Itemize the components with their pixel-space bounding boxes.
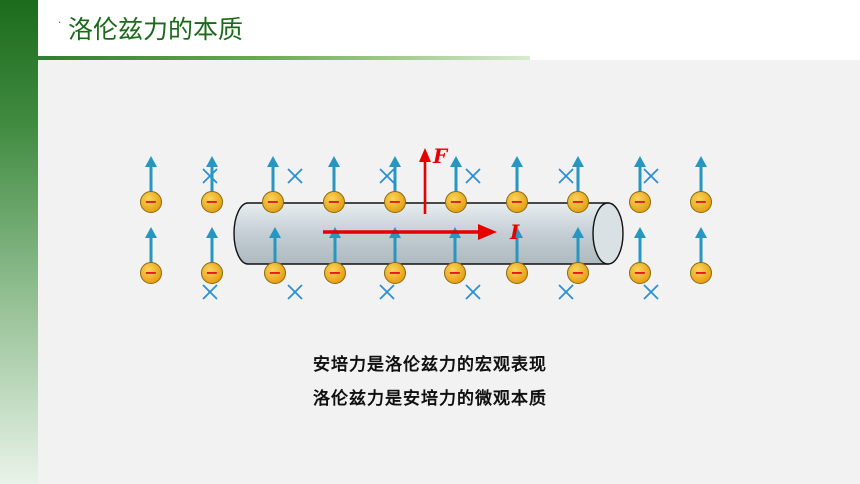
velocity-arrow-icon [389,156,401,192]
force-label: F [432,144,449,168]
field-cross-icon [558,284,574,300]
velocity-arrow-icon [206,156,218,192]
electron-row-layer: − − − − − − − − − − − − − − − − − − − − [140,156,712,284]
electron: − [324,227,346,284]
field-cross-icon [202,168,218,184]
electron-sign: − [266,192,279,211]
velocity-arrow-icon [572,227,584,263]
current-arrow [323,224,497,240]
field-cross-icon [202,284,218,300]
electron-sign: − [694,192,707,211]
electron: − [201,227,223,284]
field-cross-icon [287,284,303,300]
velocity-arrow-icon [511,227,523,263]
velocity-arrow-icon [267,156,279,192]
electron-sign: − [144,192,157,211]
current-label: I [509,220,520,244]
electron-sign: − [328,263,341,282]
electron: − [140,156,162,213]
velocity-arrow-icon [450,156,462,192]
electron-sign: − [205,192,218,211]
velocity-arrow-icon [145,227,157,263]
electron-sign: − [449,192,462,211]
electron: − [140,227,162,284]
title-underline [38,56,530,60]
electron: − [690,227,712,284]
velocity-arrow-icon [634,227,646,263]
header-band [38,0,860,60]
electron-sign: − [571,192,584,211]
field-cross-icon [643,168,659,184]
electron-sign: − [571,263,584,282]
electron-sign: − [388,192,401,211]
electron-sign: − [268,263,281,282]
caption-microscopic: 洛伦兹力是安培力的微观本质 [313,389,547,409]
velocity-arrow-icon [206,227,218,263]
electron: − [201,156,223,213]
electron-sign: − [144,263,157,282]
field-cross-icon [379,284,395,300]
electron-sign: − [633,263,646,282]
electron-sign: − [510,192,523,211]
field-cross-icon [465,168,481,184]
electron: − [629,227,651,284]
electron-sign: − [694,263,707,282]
electron: − [262,156,284,213]
field-cross-icon [465,284,481,300]
electron: − [384,156,406,213]
velocity-arrow-icon [145,156,157,192]
velocity-arrow-icon [695,156,707,192]
magnetic-field-crosses [202,168,659,300]
electron-sign: − [205,263,218,282]
electron: − [690,156,712,213]
electron-sign: − [510,263,523,282]
electron: − [323,156,345,213]
field-cross-icon [287,168,303,184]
caption-macroscopic: 安培力是洛伦兹力的宏观表现 [313,355,547,375]
electron: − [567,227,589,284]
title-bullet: · [58,18,62,29]
force-arrow [419,148,431,214]
velocity-arrow-icon [269,227,281,263]
velocity-arrow-icon [511,156,523,192]
electron-sign: − [388,263,401,282]
electron: − [445,156,467,213]
velocity-arrow-icon [695,227,707,263]
electron-sign: − [327,192,340,211]
velocity-arrow-icon [572,156,584,192]
electron: − [629,156,651,213]
electron: − [506,227,528,284]
electron-sign: − [448,263,461,282]
field-cross-icon [558,168,574,184]
field-cross-icon [379,168,395,184]
side-accent-bar [0,0,38,484]
velocity-arrow-icon [634,156,646,192]
slide-title: 洛伦兹力的本质 [68,15,244,44]
velocity-arrow-icon [328,156,340,192]
electron-sign: − [633,192,646,211]
electron: − [567,156,589,213]
field-cross-icon [643,284,659,300]
electron: − [506,156,528,213]
electron: − [264,227,286,284]
